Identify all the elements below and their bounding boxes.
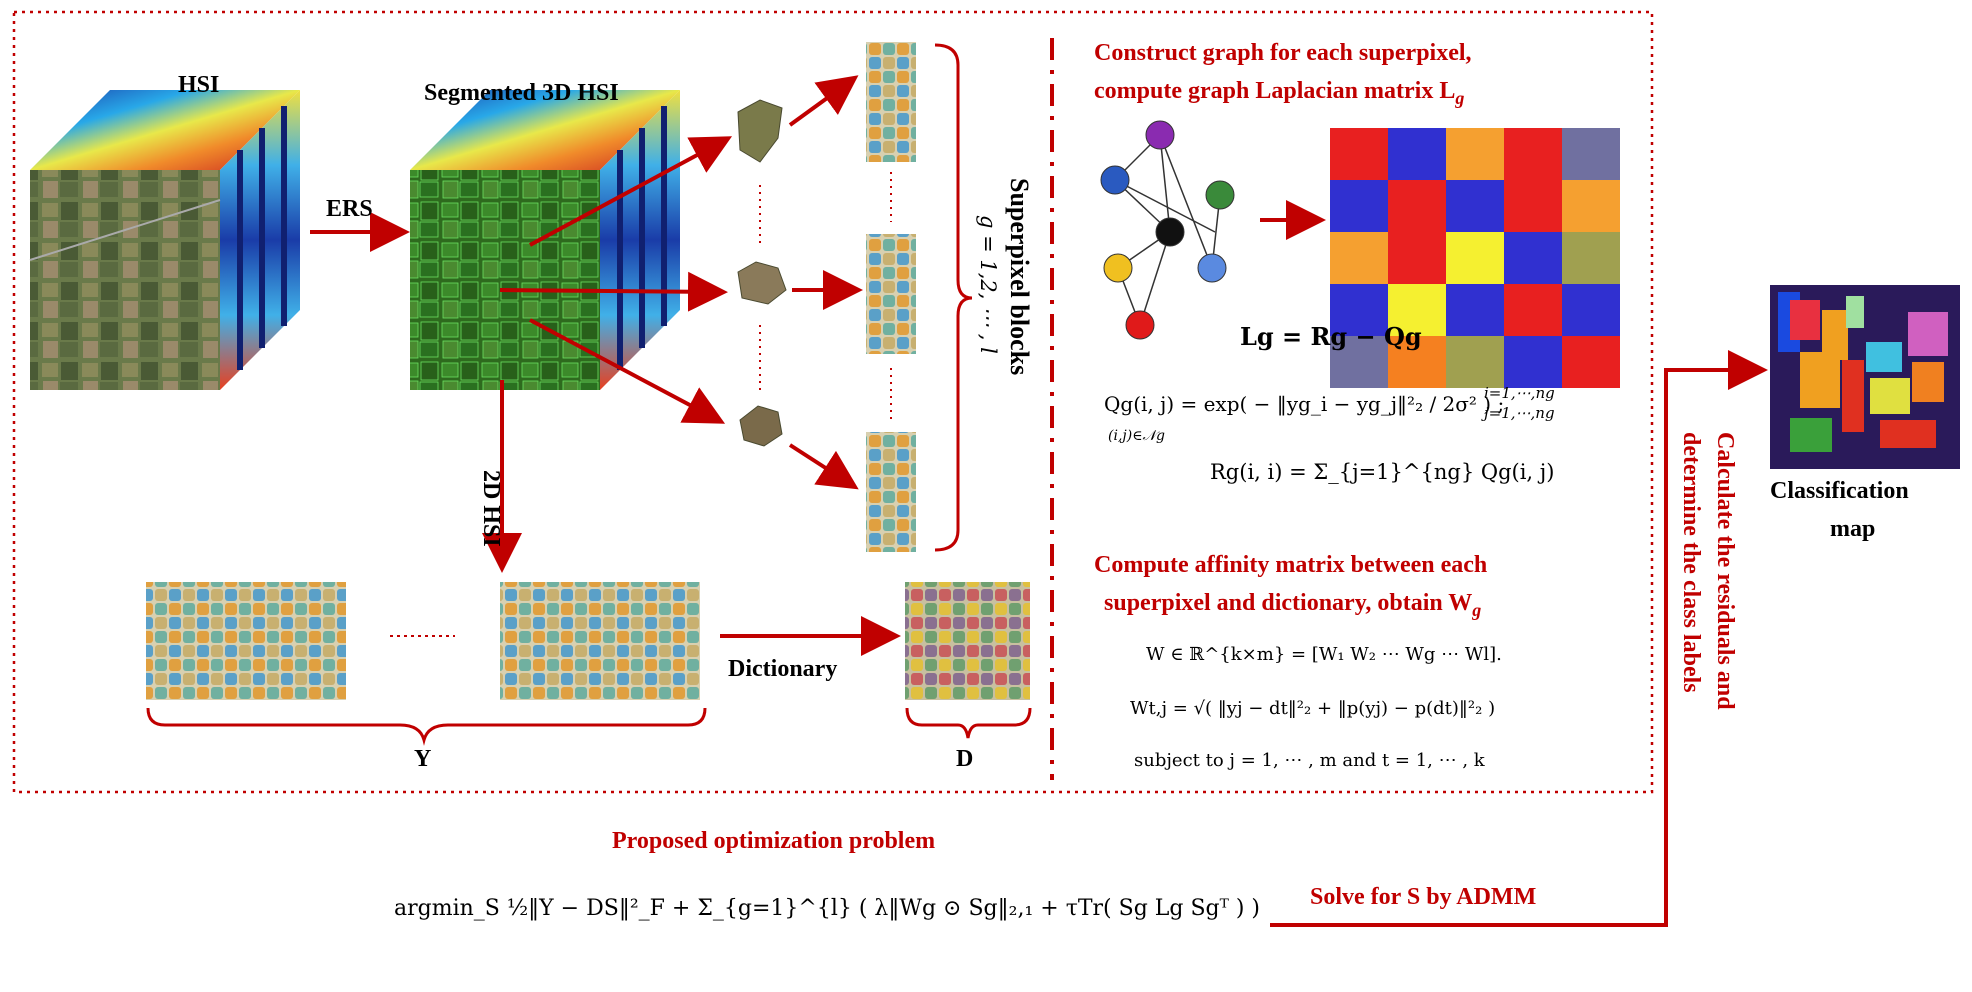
y-brace (146, 707, 707, 746)
superpixel-blocks-label: Superpixel blocks (1005, 178, 1034, 376)
dictionary-label: Dictionary (728, 656, 838, 682)
superpixel-block-3 (866, 432, 916, 552)
graph-node (1155, 217, 1185, 247)
y-matrix-1 (146, 582, 346, 700)
graph-node (1197, 253, 1227, 283)
laplacian-cell (1446, 180, 1504, 232)
laplacian-cell (1388, 336, 1446, 388)
superpixel-arrow-bottom (529, 318, 726, 424)
laplacian-cell (1504, 232, 1562, 284)
graph-title-line1: Construct graph for each superpixel, (1094, 40, 1472, 66)
residual-label-line1: Calculate the residuals and (1712, 432, 1738, 710)
affinity-title-line2: superpixel and dictionary, obtain Wg (1104, 590, 1481, 621)
d-matrix (905, 582, 1030, 700)
laplacian-cell (1562, 284, 1620, 336)
superpixel-blob-2 (737, 261, 787, 305)
laplacian-cell (1504, 284, 1562, 336)
segmented-hsi-cube (410, 90, 680, 390)
superpixel-arrow-mid (499, 271, 728, 312)
superpixel-block-1 (866, 42, 916, 162)
ers-label: ERS (326, 196, 373, 222)
superpixel-brace (934, 43, 973, 552)
segmented-hsi-label: Segmented 3D HSI (424, 80, 619, 106)
laplacian-cell (1388, 128, 1446, 180)
d-brace (905, 707, 1032, 739)
superpixel-arrow-top (529, 136, 733, 247)
residual-label-line2: determine the class labels (1678, 432, 1704, 693)
laplacian-cell (1330, 284, 1388, 336)
classification-label-line1: Classification (1770, 478, 1909, 504)
optimization-equation: argmin_S ½‖Y − DS‖²_F + Σ_{g=1}^{l} ( λ‖… (394, 896, 1261, 921)
superpixel-blob-3 (739, 405, 783, 447)
laplacian-matrix (1330, 128, 1620, 388)
lg-equation: Lg = Rg − Qg (1240, 322, 1422, 351)
laplacian-cell (1388, 232, 1446, 284)
graph-title-text: compute graph Laplacian matrix L (1094, 78, 1456, 104)
laplacian-cell (1562, 232, 1620, 284)
hsi-label: HSI (178, 72, 220, 98)
wtj-equation: Wt,j = √( ‖yj − dt‖²₂ + ‖p(yj) − p(dt)‖²… (1130, 698, 1496, 719)
w-equation: W ∈ ℝ^{k×m} = [W₁ W₂ ⋯ Wg ⋯ Wl]. (1146, 644, 1502, 665)
affinity-title-sub: g (1472, 599, 1482, 620)
y-matrix-2 (500, 582, 700, 700)
hsi-cube (29, 90, 300, 390)
d-label: D (956, 746, 974, 772)
laplacian-cell (1562, 128, 1620, 180)
laplacian-cell (1562, 336, 1620, 388)
graph-node (1125, 310, 1155, 340)
graph-node (1103, 253, 1133, 283)
laplacian-cell (1504, 180, 1562, 232)
laplacian-cell (1330, 128, 1388, 180)
r-equation: Rg(i, i) = Σ_{j=1}^{ng} Qg(i, j) (1210, 460, 1555, 484)
subject-to-text: subject to j = 1, ⋯ , m and t = 1, ⋯ , k (1134, 750, 1485, 771)
laplacian-cell (1446, 232, 1504, 284)
graph-title-sub: g (1455, 87, 1465, 108)
laplacian-cell (1330, 232, 1388, 284)
graph-node (1205, 180, 1235, 210)
laplacian-cell (1562, 180, 1620, 232)
laplacian-cell (1504, 128, 1562, 180)
q-range-i: i=1,⋯,ng (1484, 384, 1555, 402)
q-range-j: j=1,⋯,ng (1484, 404, 1555, 422)
y-label: Y (414, 746, 432, 772)
admm-flow-line (1270, 350, 1768, 927)
block-arrow-top (788, 75, 859, 127)
laplacian-cell (1330, 180, 1388, 232)
hsi2d-label: 2D HSI (478, 470, 504, 547)
laplacian-cell (1504, 336, 1562, 388)
affinity-title-line1: Compute affinity matrix between each (1094, 552, 1488, 578)
q-equation: Qg(i, j) = exp( − ‖yg_i − yg_j‖²₂ / 2σ² … (1104, 392, 1505, 416)
outer-frame (12, 10, 1654, 794)
laplacian-cell (1446, 128, 1504, 180)
affinity-title-text: superpixel and dictionary, obtain W (1104, 590, 1473, 616)
graph-node (1100, 165, 1130, 195)
graph-node (1145, 120, 1175, 150)
classification-label-line2: map (1830, 516, 1876, 542)
optimization-title: Proposed optimization problem (612, 828, 936, 854)
laplacian-cell (1330, 336, 1388, 388)
q-condition: (i,j)∈𝒩g (1108, 428, 1165, 444)
superpixel-blob-1 (737, 99, 783, 163)
solve-admm-label: Solve for S by ADMM (1310, 884, 1537, 910)
laplacian-cell (1388, 180, 1446, 232)
g-range-label: g = 1,2, ⋯ , l (976, 215, 1000, 354)
laplacian-cell (1446, 336, 1504, 388)
classification-map (1770, 285, 1960, 469)
block-arrow-bottom (788, 443, 859, 490)
superpixel-block-2 (866, 234, 916, 354)
laplacian-cell (1446, 284, 1504, 336)
laplacian-cell (1388, 284, 1446, 336)
graph-title-line2: compute graph Laplacian matrix Lg (1094, 78, 1464, 109)
